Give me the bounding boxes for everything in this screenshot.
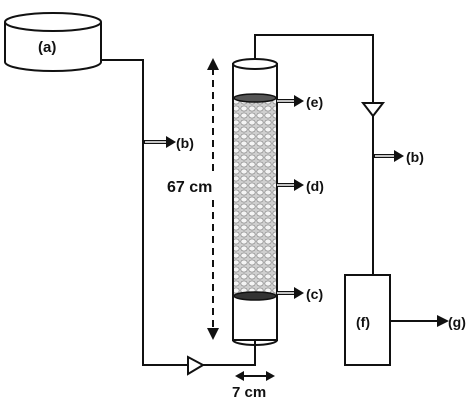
port-label-bottom: (c) xyxy=(306,286,323,302)
diameter-dimension-arrow xyxy=(235,371,275,381)
feed-pipe xyxy=(100,59,256,366)
port-label-middle: (d) xyxy=(306,178,324,194)
flow-arrow-right xyxy=(374,150,404,162)
height-dimension-arrow xyxy=(207,58,219,340)
collector-box xyxy=(344,274,391,366)
packing-bed xyxy=(234,97,276,297)
packed-column xyxy=(232,58,278,346)
reservoir-tank xyxy=(4,12,102,72)
flow-label-left: (b) xyxy=(176,135,194,151)
outlet-pipe xyxy=(254,34,374,275)
port-label-top: (e) xyxy=(306,94,323,110)
outlet-arrow xyxy=(390,315,449,327)
flow-label-right: (b) xyxy=(406,149,424,165)
collector-label: (f) xyxy=(356,314,370,330)
outlet-valve-symbol xyxy=(360,102,386,118)
port-arrow-bottom xyxy=(276,287,304,299)
top-plate xyxy=(233,93,277,103)
tank-label: (a) xyxy=(38,39,56,56)
diameter-dimension-label: 7 cm xyxy=(232,384,266,401)
flow-arrow-left xyxy=(144,136,176,148)
feed-pump-symbol xyxy=(187,355,206,376)
bottom-plate xyxy=(233,291,277,301)
port-arrow-top xyxy=(276,95,304,107)
outlet-label: (g) xyxy=(448,314,466,330)
height-dimension-label: 67 cm xyxy=(167,179,212,196)
height-label-bg xyxy=(166,176,228,196)
port-arrow-middle xyxy=(276,179,304,191)
